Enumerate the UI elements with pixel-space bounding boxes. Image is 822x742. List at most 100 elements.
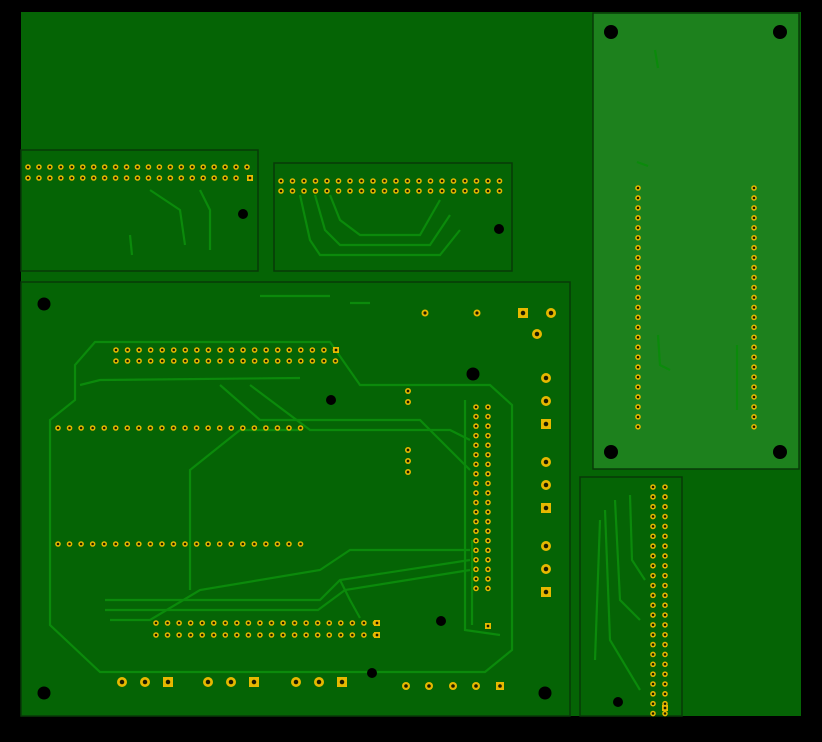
pad-drill [636, 296, 640, 299]
pad-drill [360, 179, 363, 183]
pad-drill [149, 348, 152, 352]
pad-drill [651, 564, 655, 568]
pad-drill [651, 485, 655, 489]
pad-drill [311, 348, 314, 352]
pad-drill [79, 426, 83, 430]
pad-drill [752, 326, 756, 329]
pad-drill [26, 165, 30, 169]
pad-drill [636, 236, 640, 240]
pad-drill [264, 426, 268, 430]
pad-drill [452, 179, 455, 183]
pad-drill [636, 335, 640, 339]
pad-drill [474, 472, 478, 476]
trace-bus-7 [339, 579, 361, 619]
pad-drill [322, 348, 326, 352]
pad-drill [114, 165, 117, 169]
pad-drill [56, 542, 60, 546]
pad-drill [251, 679, 257, 685]
mounting-hole [466, 367, 480, 381]
pad-drill [114, 426, 118, 430]
pad-drill [474, 415, 478, 418]
pad-drill [137, 359, 141, 363]
pad-drill [302, 189, 306, 193]
pad-drill [154, 621, 158, 625]
pad-drill [486, 548, 490, 552]
pad-drill [474, 434, 478, 437]
pad-drill [339, 621, 343, 625]
pad-drill [486, 568, 490, 571]
pad-drill [651, 692, 655, 696]
pad-drill [663, 534, 667, 538]
pad-drill [212, 621, 216, 625]
mounting-hole [538, 686, 552, 700]
header-module-left [20, 149, 259, 272]
pad-drill [663, 564, 667, 568]
pad-drill [229, 542, 233, 546]
pad-drill [486, 624, 490, 628]
pad-drill [136, 165, 139, 169]
pad-drill [253, 426, 256, 430]
pad-drill [316, 621, 319, 625]
pad-drill [636, 306, 640, 309]
pad-drill [304, 621, 308, 625]
pad-drill [137, 542, 141, 546]
pad-drill [486, 577, 490, 581]
pad-drill [258, 633, 262, 637]
pad-drill [189, 621, 192, 625]
pad-drill [636, 345, 640, 349]
pad-drill [147, 176, 150, 180]
pad-drill [651, 584, 655, 587]
pad-drill [253, 348, 256, 352]
pad-drill [92, 176, 95, 180]
pad-drill [474, 587, 478, 590]
pad-drill [651, 574, 655, 577]
pad-drill [474, 405, 478, 409]
trace-outline-main [48, 340, 514, 674]
pad-drill [92, 165, 95, 169]
pad-drill [351, 621, 354, 625]
pad-drill [486, 482, 490, 485]
pad-drill [474, 482, 478, 485]
pad-drill [160, 542, 164, 546]
pad-drill [543, 505, 549, 511]
pad-drill [663, 485, 667, 489]
pad-drill [651, 613, 655, 617]
pad-drill [180, 165, 183, 169]
pad-drill [314, 189, 317, 193]
pad-drill [651, 515, 655, 518]
pad-drill [636, 196, 640, 200]
pad-drill [201, 176, 205, 180]
pad-drill [752, 226, 756, 230]
trace-hdr-5 [199, 189, 212, 250]
pad-drill [114, 359, 118, 363]
pad-drill [636, 276, 640, 279]
pad-drill [68, 426, 71, 430]
pad-drill [463, 179, 467, 183]
pad-drill [247, 633, 250, 637]
pad-drill [165, 679, 171, 685]
pad-drill [486, 539, 490, 542]
pad-drill [158, 176, 161, 180]
pad-drill [406, 400, 410, 404]
pad-drill [103, 176, 106, 180]
pad-drill [406, 459, 410, 463]
pad-drill [224, 633, 227, 637]
pad-drill [79, 542, 83, 546]
pad-drill [417, 179, 421, 183]
pad-drill [383, 189, 386, 193]
pad-drill [474, 568, 478, 571]
pad-drill [498, 684, 502, 688]
pad-drill [126, 348, 129, 352]
pad-drill [235, 621, 239, 625]
pad-drill [752, 375, 756, 379]
pad-drill [325, 189, 329, 193]
pad-drill [218, 359, 222, 363]
pad-drill [37, 165, 41, 169]
pad-drill [486, 558, 490, 562]
pad-drill [241, 426, 245, 430]
pad-drill [752, 256, 756, 259]
mounting-hole [494, 224, 504, 234]
pad-drill [752, 286, 756, 289]
pad-drill [486, 520, 490, 523]
header-module-center [273, 162, 513, 272]
